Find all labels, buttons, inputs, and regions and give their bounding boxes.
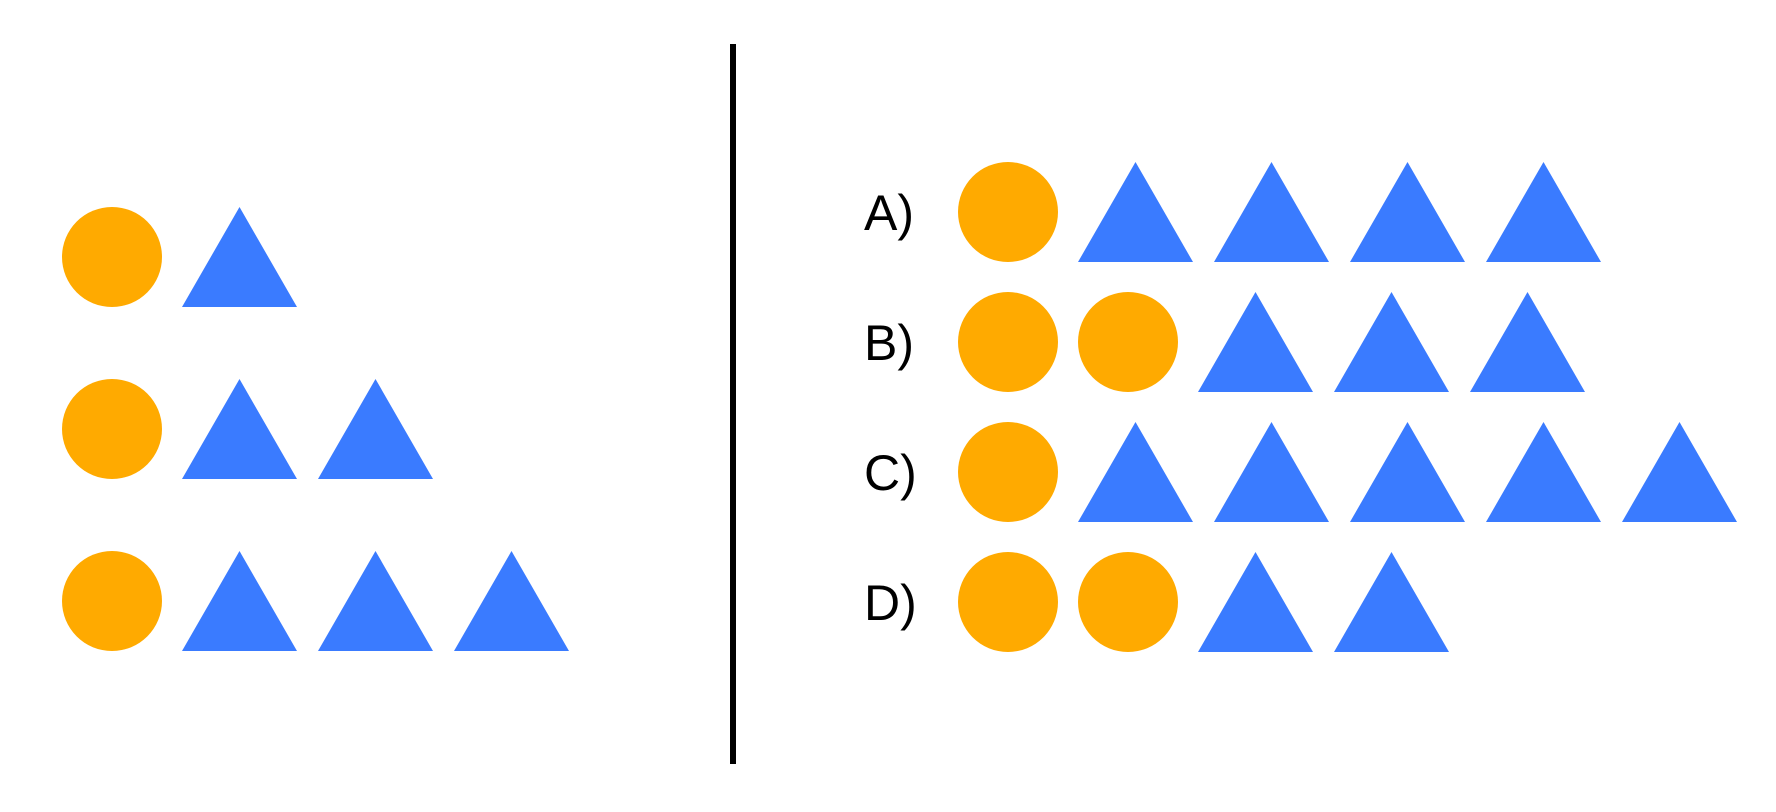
- blue-triangle: [1486, 162, 1601, 262]
- orange-circle: [62, 207, 162, 307]
- blue-triangle: [182, 379, 297, 479]
- blue-triangle: [1198, 552, 1313, 652]
- sequence-row-1: [62, 207, 297, 307]
- sequence-row-2: [62, 379, 433, 479]
- option-shapes: [958, 292, 1585, 392]
- blue-triangle: [1334, 552, 1449, 652]
- option-a[interactable]: A): [864, 162, 1601, 262]
- option-d[interactable]: D): [864, 552, 1449, 652]
- orange-circle: [958, 422, 1058, 522]
- sequence-panel: [62, 207, 569, 651]
- option-label: D): [864, 575, 917, 631]
- orange-circle: [958, 292, 1058, 392]
- answer-options-panel: A) B) C) D): [864, 162, 1737, 652]
- blue-triangle: [1078, 162, 1193, 262]
- blue-triangle: [182, 551, 297, 651]
- blue-triangle: [1486, 422, 1601, 522]
- blue-triangle: [1214, 422, 1329, 522]
- option-shapes: [958, 552, 1449, 652]
- blue-triangle: [1622, 422, 1737, 522]
- orange-circle: [1078, 552, 1178, 652]
- orange-circle: [1078, 292, 1178, 392]
- option-label: A): [864, 185, 914, 241]
- option-c[interactable]: C): [864, 422, 1737, 522]
- orange-circle: [958, 162, 1058, 262]
- blue-triangle: [454, 551, 569, 651]
- blue-triangle: [1214, 162, 1329, 262]
- option-shapes: [958, 162, 1601, 262]
- option-b[interactable]: B): [864, 292, 1585, 392]
- blue-triangle: [1198, 292, 1313, 392]
- option-label: C): [864, 445, 917, 501]
- blue-triangle: [318, 551, 433, 651]
- orange-circle: [62, 551, 162, 651]
- option-label: B): [864, 315, 914, 371]
- blue-triangle: [1350, 162, 1465, 262]
- blue-triangle: [318, 379, 433, 479]
- blue-triangle: [1470, 292, 1585, 392]
- blue-triangle: [182, 207, 297, 307]
- blue-triangle: [1334, 292, 1449, 392]
- orange-circle: [62, 379, 162, 479]
- blue-triangle: [1350, 422, 1465, 522]
- sequence-row-3: [62, 551, 569, 651]
- orange-circle: [958, 552, 1058, 652]
- blue-triangle: [1078, 422, 1193, 522]
- option-shapes: [958, 422, 1737, 522]
